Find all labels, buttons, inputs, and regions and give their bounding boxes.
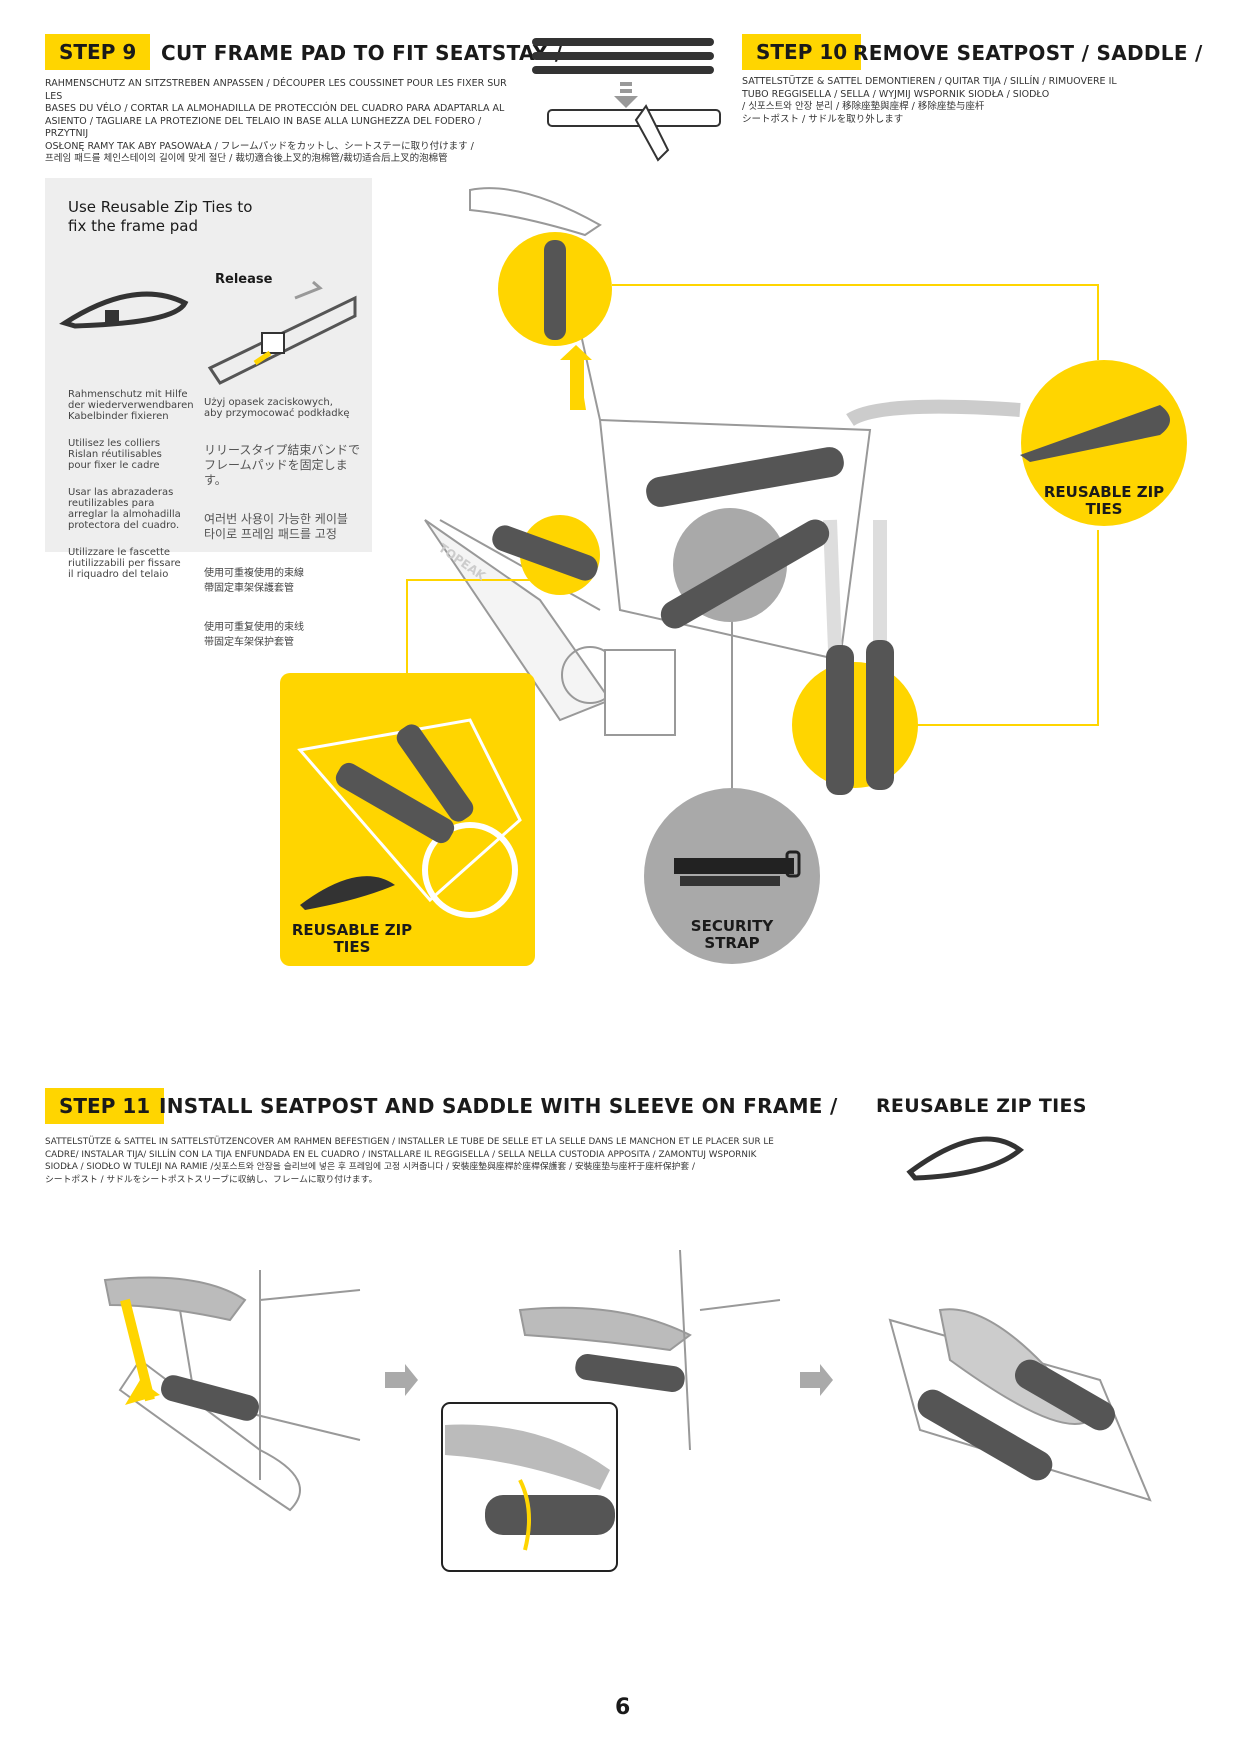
info-text: リリースタイプ結束バンドで フレームパッドを固定します。 (204, 443, 361, 487)
step-11-subtitle: SATTELSTÜTZE & SATTEL IN SATTELSTÜTZENCO… (45, 1136, 805, 1186)
heading-line: Use Reusable Zip Ties to (68, 198, 253, 216)
heading-line: fix the frame pad (68, 217, 198, 235)
info-text: Utilisez les colliers Rislan réutilisabl… (68, 438, 162, 471)
subtitle-line: 프레임 패드를 체인스테이의 길이에 맞게 절단 / 裁切適合後上叉的泡棉管/裁… (45, 153, 448, 164)
step-10-subtitle: SATTELSTÜTZE & SATTEL DEMONTIEREN / QUIT… (742, 76, 1162, 126)
subtitle-line: SATTELSTÜTZE & SATTEL DEMONTIEREN / QUIT… (742, 76, 1117, 87)
fork-pad-right (866, 640, 894, 790)
info-text: Utilizzare le fascette riutilizzabili pe… (68, 547, 181, 580)
step-9-subtitle: RAHMENSCHUTZ AN SITZSTREBEN ANPASSEN / D… (45, 78, 525, 166)
subtitle-line: CADRE/ INSTALAR TIJA/ SILLÍN CON LA TIJA… (45, 1149, 757, 1160)
up-arrow-icon (560, 345, 592, 410)
zip-tie-icon (906, 1136, 1025, 1181)
subtitle-line: BASES DU VÉLO / CORTAR LA ALMOHADILLA DE… (45, 103, 505, 114)
zip-ties-callout-label: REUSABLE ZIP TIES (1043, 483, 1165, 518)
info-text: Usar las abrazaderas reutilizables para … (68, 487, 181, 531)
step-11-badge: STEP 11 (45, 1088, 165, 1124)
step-9-title: CUT FRAME PAD TO FIT SEATSTAY / (161, 41, 563, 65)
release-label: Release (215, 272, 273, 287)
info-text: Rahmenschutz mit Hilfe der wiederverwend… (68, 389, 194, 422)
step-11-title: INSTALL SEATPOST AND SADDLE WITH SLEEVE … (159, 1094, 838, 1118)
subtitle-line: SATTELSTÜTZE & SATTEL IN SATTELSTÜTZENCO… (45, 1137, 774, 1147)
seatpost-highlight-circle (498, 232, 612, 346)
info-right-column: Użyj opasek zaciskowych, aby przymocować… (204, 378, 369, 669)
info-text: 使用可重複使用的束線 帶固定車架保護套管 (204, 568, 304, 594)
subtitle-line: RAHMENSCHUTZ AN SITZSTREBEN ANPASSEN / D… (45, 78, 507, 102)
step-10-title: REMOVE SEATPOST / SADDLE / (853, 41, 1203, 65)
security-strap-label: SECURITY STRAP (690, 917, 774, 952)
inset-zip-ties-label: REUSABLE ZIP TIES (291, 921, 413, 956)
zip-ties-heading: REUSABLE ZIP TIES (876, 1095, 1087, 1117)
frame-brand-logo: TOPEAK (435, 540, 489, 584)
seatpost-sleeve (544, 240, 566, 340)
subtitle-line: シートポスト / サドルをシートポストスリーブに収納し、フレームに取り付けます。 (45, 1174, 378, 1185)
arrow-right-icon (385, 1364, 418, 1396)
info-text: 使用可重复使用的束线 带固定车架保护套管 (204, 622, 304, 648)
strap-icon (674, 858, 794, 874)
down-arrow-icon (125, 1380, 160, 1405)
down-tube-highlight-circle (673, 508, 787, 622)
info-left-column: Rahmenschutz mit Hilfe der wiederverwend… (68, 378, 208, 591)
zip-tie-release-illustration (59, 280, 357, 385)
arrow-right-icon (800, 1364, 833, 1396)
subtitle-line: SIODŁA / SIODŁO W TULEJI NA RAMIE /싯포스트와… (45, 1162, 695, 1172)
info-text: Użyj opasek zaciskowych, aby przymocować… (204, 397, 350, 419)
subtitle-line: OSŁONĘ RAMY TAK ABY PASOWAŁA / フレームパッドをカ… (45, 140, 474, 152)
fork-pad-left (826, 645, 854, 795)
detail-inset (441, 1402, 618, 1572)
down-tube-pad (660, 519, 830, 629)
info-heading: Use Reusable Zip Ties to fix the frame p… (68, 198, 252, 236)
step-9-badge: STEP 9 (45, 34, 151, 70)
subtitle-line: シートポスト / サドルを取り外します (742, 113, 904, 125)
info-text: 여러번 사용이 가능한 케이블 타이로 프레임 패드를 고정 (204, 512, 348, 541)
subtitle-line: ASIENTO / TAGLIARE LA PROTEZIONE DEL TEL… (45, 115, 482, 140)
fork-highlight-circle (792, 662, 918, 788)
zip-tie-info-box: Use Reusable Zip Ties to fix the frame p… (45, 178, 372, 648)
step-10-badge: STEP 10 (742, 34, 862, 70)
page-number: 6 (615, 1695, 631, 1720)
subtitle-line: TUBO REGGISELLA / SELLA / WYJMIJ WSPORNI… (742, 88, 1050, 100)
bike-illustration (424, 187, 1021, 781)
top-tube-pad (646, 447, 844, 507)
subtitle-line: / 싯포스트와 안장 분리 / 移除座墊與座桿 / 移除座垫与座杆 (742, 101, 985, 112)
seatstay-pad (492, 525, 598, 581)
